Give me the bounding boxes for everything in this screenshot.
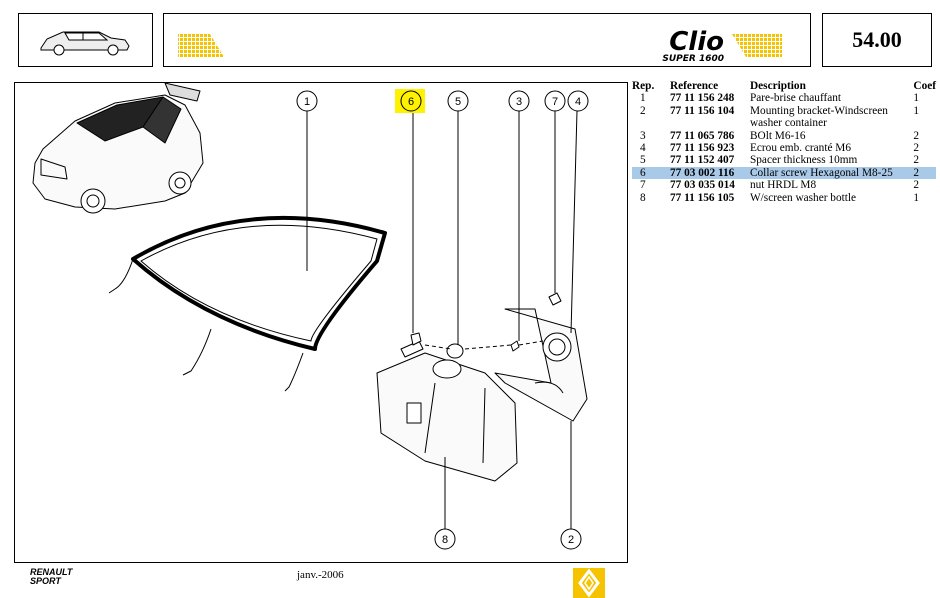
exploded-diagram: 1 6 5 3 7 4 <box>14 82 628 563</box>
parts-list: Rep. Reference Description Coef 1 77 11 1… <box>632 80 936 204</box>
cell-rep: 5 <box>640 154 646 167</box>
cell-rep: 4 <box>640 142 646 155</box>
cell-rep: 1 <box>640 92 646 105</box>
callout-2: 2 <box>560 528 582 550</box>
cell-description: Spacer thickness 10mm <box>750 154 858 167</box>
cell-reference: 77 11 156 105 <box>670 191 735 204</box>
callout-4: 4 <box>567 90 589 112</box>
spacer <box>446 343 464 359</box>
cell-coef: 1 <box>913 92 920 105</box>
callout-3: 3 <box>508 90 530 112</box>
windscreen <box>131 215 387 351</box>
header-coef: Coef <box>913 80 936 92</box>
svg-text:1: 1 <box>304 96 310 108</box>
cell-coef: 2 <box>913 142 920 155</box>
renault-diamond-icon <box>573 568 605 598</box>
car-side-icon <box>40 31 130 56</box>
cell-rep: 2 <box>640 104 646 117</box>
car-thumbnail <box>18 13 153 67</box>
page-number: 54.00 <box>852 27 902 52</box>
callout-1: 1 <box>296 90 318 112</box>
cell-description: Pare-brise chauffant <box>750 92 842 105</box>
cell-description: BOlt M6-16 <box>750 129 806 142</box>
cell-rep: 7 <box>640 179 646 192</box>
page-number-box: 54.00 <box>822 13 932 67</box>
cell-rep: 8 <box>640 191 646 204</box>
svg-text:2: 2 <box>568 534 574 546</box>
parts-table-row: 1 77 11 156 248 Pare-brise chauffant 1 <box>632 92 936 104</box>
cell-coef: 2 <box>913 154 920 167</box>
svg-text:6: 6 <box>408 96 414 108</box>
banner-graphics: Clio SUPER 1600 <box>178 27 782 64</box>
collar-screw <box>400 332 424 358</box>
cell-rep: 6 <box>632 166 670 180</box>
cell-reference: 77 11 156 248 <box>670 92 735 105</box>
cell-reference: 77 11 156 104 <box>670 104 735 117</box>
cell-coef: 2 <box>913 129 920 142</box>
parts-table-row: 4 77 11 156 923 Ecrou emb. cranté M6 2 <box>632 142 936 154</box>
cell-description: Mounting bracket-Windscreen washer conta… <box>750 104 888 130</box>
banner-right-stripe <box>732 34 782 57</box>
mounting-bracket <box>494 308 588 422</box>
header-description: Description <box>750 80 806 92</box>
bolt <box>510 340 520 352</box>
svg-text:3: 3 <box>516 96 522 108</box>
cell-reference: 77 11 156 923 <box>670 142 735 155</box>
cell-description: Ecrou emb. cranté M6 <box>750 142 852 155</box>
renault-sport-logo: RENAULT SPORT <box>30 568 72 586</box>
cell-coef: 2 <box>913 179 920 192</box>
model-subtitle: SUPER 1600 <box>662 54 724 64</box>
brand-line-2: SPORT <box>30 576 61 586</box>
svg-text:4: 4 <box>575 96 581 108</box>
cell-coef: 1 <box>913 191 920 204</box>
callout-5: 5 <box>447 90 469 112</box>
cell-reference: 77 03 035 014 <box>670 179 735 192</box>
diagram-canvas: 1 6 5 3 7 4 <box>32 82 589 550</box>
header-rep: Rep. <box>632 80 655 92</box>
parts-table-row: 3 77 11 065 786 BOlt M6-16 2 <box>632 130 936 142</box>
callout-8: 8 <box>434 528 456 550</box>
cell-rep: 3 <box>640 129 646 142</box>
parts-table-header: Rep. Reference Description Coef <box>632 80 936 92</box>
header-reference: Reference <box>670 80 719 92</box>
header-banner: Clio SUPER 1600 <box>163 13 811 67</box>
svg-text:7: 7 <box>552 96 558 108</box>
cell-coef: 1 <box>913 104 920 117</box>
cell-description: Collar screw Hexagonal M8-25 <box>750 166 910 180</box>
cell-reference: 77 03 002 116 <box>670 166 750 180</box>
footer-date: janv.-2006 <box>297 569 344 581</box>
model-name: Clio <box>669 27 724 57</box>
parts-table: Rep. Reference Description Coef 1 77 11 1… <box>632 80 936 204</box>
cell-reference: 77 11 065 786 <box>670 129 735 142</box>
nut <box>548 292 562 306</box>
washer-bottle <box>376 352 518 482</box>
parts-table-row: 2 77 11 156 104 Mounting bracket-Windscree… <box>632 105 936 130</box>
callout-6: 6 <box>395 89 425 113</box>
callout-7: 7 <box>544 90 566 112</box>
cell-reference: 77 11 152 407 <box>670 154 735 167</box>
brand-line-1: RENAULT <box>30 567 73 577</box>
cell-description: W/screen washer bottle <box>750 191 857 204</box>
svg-text:5: 5 <box>455 96 461 108</box>
car-perspective-icon <box>32 82 204 214</box>
banner-left-stripe <box>178 34 224 57</box>
cell-coef: 2 <box>909 166 936 180</box>
parts-table-row: 5 77 11 152 407 Spacer thickness 10mm 2 <box>632 154 936 166</box>
parts-table-row: 8 77 11 156 105 W/screen washer bottle 1 <box>632 192 936 204</box>
parts-table-row: 7 77 03 035 014 nut HRDL M8 2 <box>632 179 936 191</box>
cell-description: nut HRDL M8 <box>750 179 817 192</box>
svg-text:8: 8 <box>442 534 448 546</box>
